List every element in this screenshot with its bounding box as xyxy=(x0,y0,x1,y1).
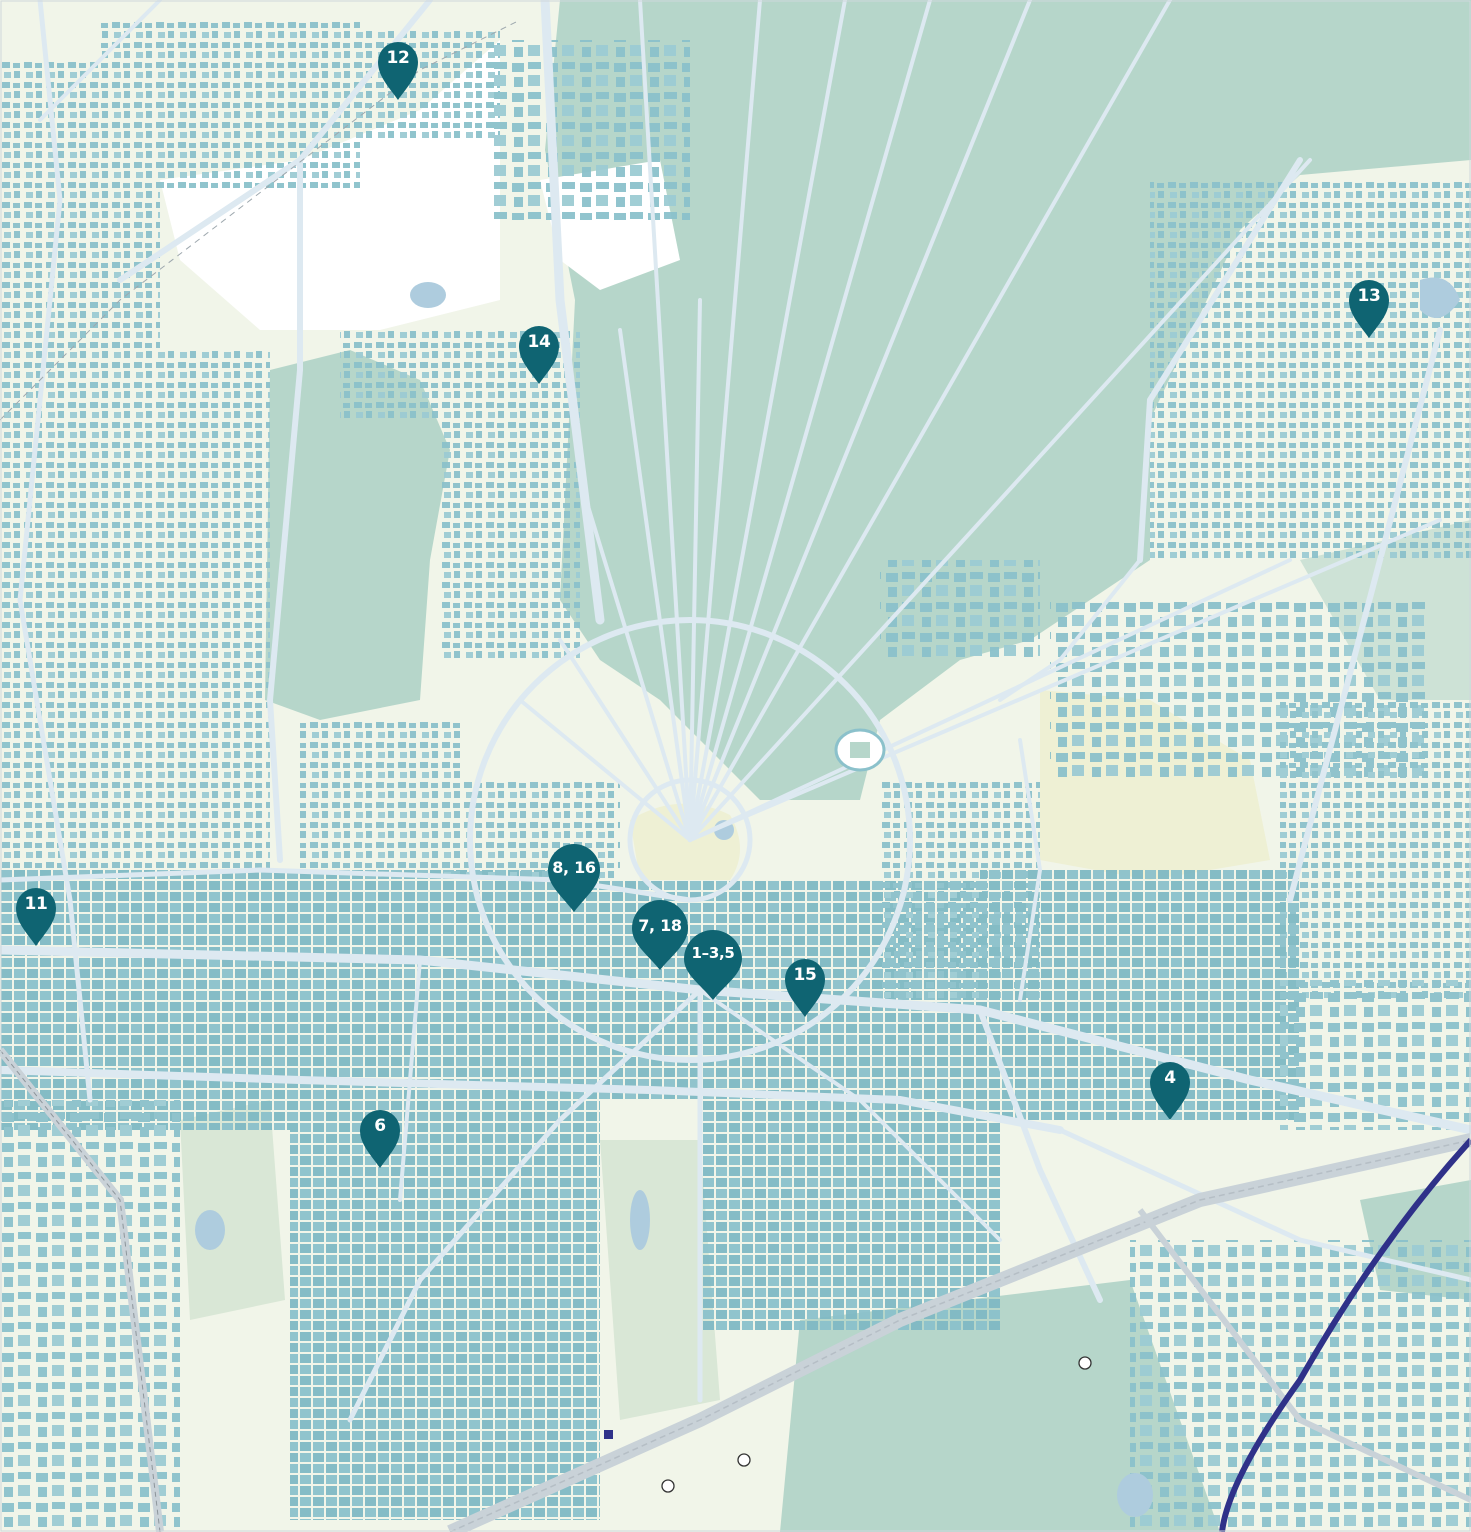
marker-label: 8, 16 xyxy=(552,858,596,877)
marker-label: 11 xyxy=(24,894,48,914)
map-marker-1-3-5[interactable]: 1–3,5 xyxy=(682,930,744,1002)
location-pin-icon xyxy=(360,1110,400,1168)
location-pin-icon xyxy=(632,900,688,970)
map-marker-8-16[interactable]: 8, 16 xyxy=(546,844,602,914)
water-features xyxy=(195,277,1460,1517)
marker-label: 4 xyxy=(1164,1068,1176,1088)
forest-south xyxy=(780,1280,1220,1532)
stadium xyxy=(834,728,886,772)
marker-label: 14 xyxy=(527,332,551,352)
location-pin-icon xyxy=(684,930,742,1000)
railway xyxy=(0,19,1471,1532)
station-markers xyxy=(661,1356,1092,1493)
park-center xyxy=(630,803,740,880)
location-pin-icon xyxy=(1150,1062,1190,1120)
location-pin-icon xyxy=(519,326,559,384)
map-marker-13[interactable]: 13 xyxy=(1347,278,1391,340)
map-marker-11[interactable]: 11 xyxy=(14,886,58,948)
park-southwest xyxy=(180,1100,285,1320)
location-pin-icon xyxy=(1349,280,1389,338)
marker-label: 13 xyxy=(1357,286,1381,306)
map-marker-14[interactable]: 14 xyxy=(517,324,561,386)
map-marker-12[interactable]: 12 xyxy=(376,40,420,102)
marker-label: 12 xyxy=(386,48,410,68)
park-south xyxy=(600,1140,720,1420)
buildings xyxy=(0,20,1471,1532)
location-pin-icon xyxy=(785,959,825,1017)
map-marker-7-18[interactable]: 7, 18 xyxy=(630,900,690,972)
map-marker-15[interactable]: 15 xyxy=(783,957,827,1019)
marker-label: 1–3,5 xyxy=(691,944,735,962)
map-marker-6[interactable]: 6 xyxy=(358,1108,402,1170)
location-pin-icon xyxy=(548,844,600,912)
map-marker-4[interactable]: 4 xyxy=(1148,1060,1192,1122)
small-square-marker xyxy=(604,1430,613,1439)
marker-label: 7, 18 xyxy=(638,916,682,935)
highway xyxy=(1219,1137,1471,1532)
forest-west xyxy=(265,350,450,720)
roads xyxy=(0,0,1471,1423)
location-pin-icon xyxy=(16,888,56,946)
marker-label: 6 xyxy=(374,1116,386,1136)
marker-label: 15 xyxy=(793,965,817,985)
location-pin-icon xyxy=(378,42,418,100)
